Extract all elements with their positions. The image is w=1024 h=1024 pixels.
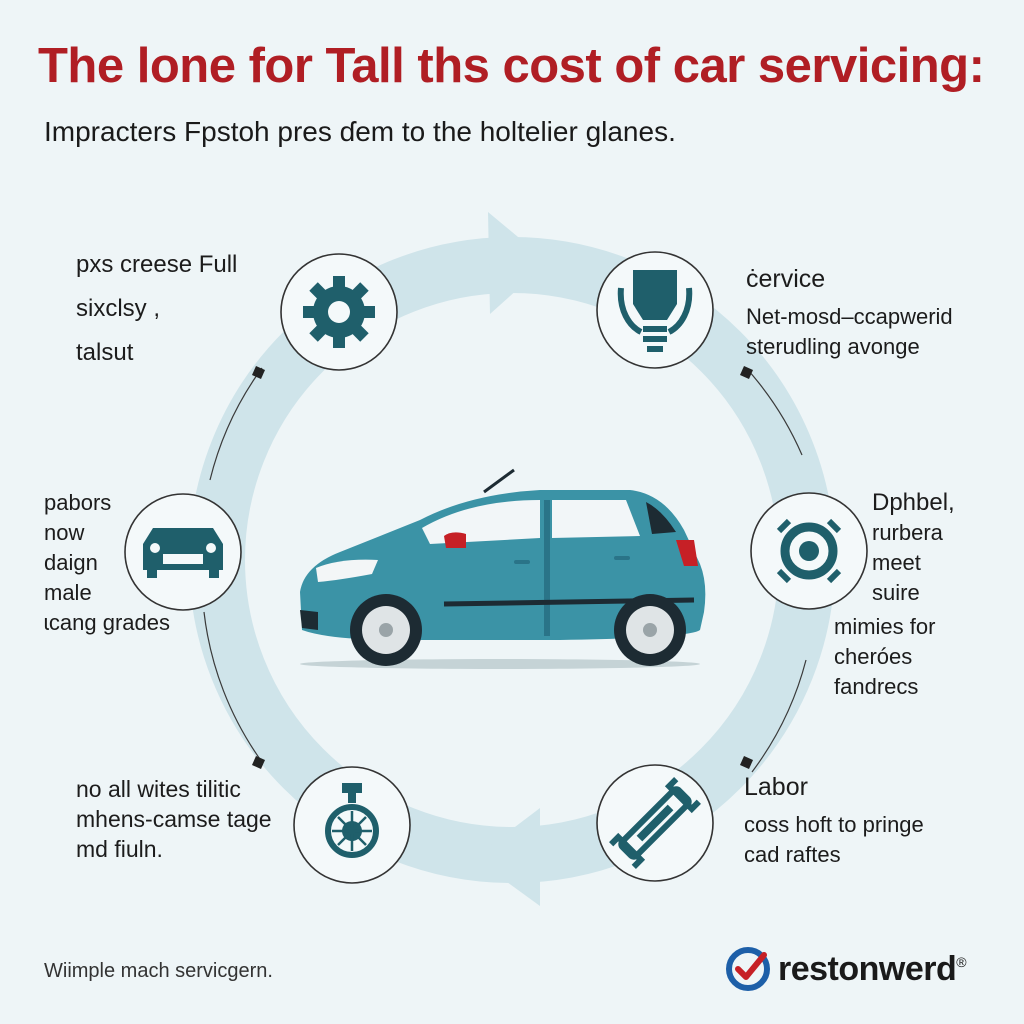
- item-line: sixclsy ,: [76, 295, 160, 322]
- registered-mark: ®: [956, 954, 967, 970]
- item-line: now: [44, 520, 85, 545]
- ring-arrow-top: [488, 212, 548, 314]
- item-line: pxs creese Full: [76, 251, 238, 278]
- brand-name: restonwerd: [778, 949, 957, 988]
- item-line: sterudling avonge: [746, 334, 920, 359]
- footer-note: Wiimple mach servicgern.: [44, 960, 273, 982]
- item-car-front-text: pabors now daign male ɩcang grades: [44, 488, 170, 638]
- car-wheel: [614, 594, 686, 666]
- item-heading: pabors: [44, 490, 112, 515]
- connector-dot: [252, 756, 265, 769]
- item-wrench-text: Labor coss hoft to pringe cad raftes: [744, 772, 924, 870]
- connector-dot: [740, 756, 753, 769]
- item-heading: Dphbel,: [872, 489, 955, 516]
- service-tool-icon: [596, 251, 714, 369]
- car-illustration: [300, 468, 706, 669]
- connector-right-lower: [751, 659, 807, 773]
- connector-dot: [740, 366, 753, 379]
- item-line: suire: [872, 580, 920, 605]
- car-window: [422, 500, 540, 544]
- item-line: ɩcang grades: [44, 610, 170, 635]
- connector-right-upper: [747, 369, 803, 456]
- item-line: fandrecs: [834, 674, 919, 699]
- item-line: daign: [44, 550, 98, 575]
- brand-logo: restonwerd ®: [724, 945, 967, 993]
- ring-arrow-bottom: [474, 808, 540, 906]
- page-title: The lone for Tall ths cost of car servic…: [38, 39, 985, 93]
- pressure-gauge-icon: [293, 766, 411, 884]
- connector-left-lower: [203, 611, 263, 763]
- item-line: mimies for: [834, 614, 936, 639]
- car-antenna: [483, 468, 515, 494]
- item-line: Net-mosd–ccapwerid: [746, 304, 953, 329]
- item-line: male: [44, 580, 92, 605]
- item-service-text: ċervice Net-mosd–ccapwerid sterudling av…: [746, 264, 953, 362]
- brand-check-icon: [726, 947, 770, 991]
- car-taillight: [676, 540, 698, 566]
- item-line: mhens-camse tage: [76, 806, 272, 832]
- car-headlight: [316, 559, 378, 582]
- car-wheel: [350, 594, 422, 666]
- item-wheel-text: Dphbel, rurbera meet suire: [872, 488, 955, 608]
- item-wheel-text-cont: mimies for cheróes fandrecs: [834, 612, 935, 702]
- item-line: rurbera: [872, 520, 943, 545]
- car-mirror: [444, 532, 466, 548]
- wheel-icon: [750, 492, 868, 610]
- item-line: coss hoft to pringe: [744, 812, 924, 837]
- item-line: md fiuln.: [76, 836, 163, 862]
- car-front-icon: [124, 493, 242, 611]
- gear-icon: [280, 253, 398, 371]
- connector-dot: [252, 366, 265, 379]
- car-window: [552, 500, 640, 538]
- item-heading: Labor: [744, 773, 808, 801]
- item-line: no all wites tilitic: [76, 776, 241, 802]
- item-gear-text: pxs creese Full sixclsy , talsut: [76, 250, 237, 368]
- item-line: talsut: [76, 339, 134, 366]
- item-heading: ċervice: [746, 265, 826, 293]
- item-line: cheróes: [834, 644, 913, 669]
- page-subtitle: Impracters Fpstoh pres ɗem to the holtel…: [44, 116, 676, 147]
- wrench-icon: [596, 764, 714, 882]
- connector-left-upper: [209, 367, 263, 481]
- item-line: meet: [872, 550, 921, 575]
- car-window: [646, 502, 676, 534]
- item-gauge-text: no all wites tilitic mhens-camse tage md…: [76, 774, 272, 864]
- item-line: cad raftes: [744, 842, 841, 867]
